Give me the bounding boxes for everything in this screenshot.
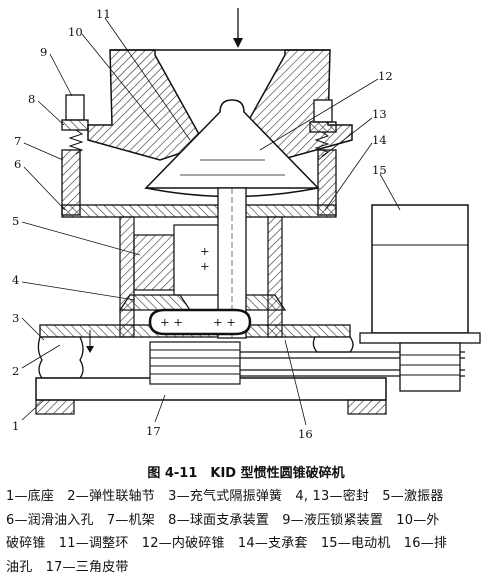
label-2: 2: [12, 364, 19, 378]
label-3: 3: [12, 311, 19, 325]
label-10: 10: [68, 25, 83, 39]
label-5: 5: [12, 214, 19, 228]
svg-text:+: +: [200, 259, 210, 273]
crusher-cross-section-drawing: + + + + + + + +: [12, 7, 481, 441]
label-9: 9: [40, 45, 47, 59]
exciter: + + + +: [118, 224, 287, 311]
label-13: 13: [372, 107, 387, 121]
label-1: 1: [12, 419, 19, 433]
legend-line: 1—底座 2—弹性联轴节 3—充气式隔振弹簧 4, 13—密封 5—激振器: [6, 489, 444, 504]
label-15: 15: [372, 163, 387, 177]
legend-line: 破碎锥 11—调整环 12—内破碎锥 14—支承套 15—电动机 16—排: [6, 536, 448, 551]
hydraulic-locking-right: [309, 99, 337, 157]
label-6: 6: [14, 157, 21, 171]
label-4: 4: [12, 273, 19, 287]
pulley-and-v-belt: [149, 341, 465, 385]
label-8: 8: [28, 92, 35, 106]
label-7: 7: [14, 134, 21, 148]
parts-legend: 1—底座 2—弹性联轴节 3—充气式隔振弹簧 4, 13—密封 5—激振器 6—…: [6, 485, 488, 579]
leader-lines: [21, 17, 401, 426]
air-spring-right: [312, 336, 354, 353]
air-spring-left: [37, 336, 84, 379]
hydraulic-locking-left: [61, 94, 89, 155]
legend-line: 油孔 17—三角皮带: [6, 559, 129, 575]
label-12: 12: [378, 69, 393, 83]
svg-text:+: +: [200, 244, 210, 258]
legend-line: 6—润滑油入孔 7—机架 8—球面支承装置 9—液压锁紧装置 10—外: [6, 512, 440, 528]
label-11: 11: [96, 7, 111, 21]
elastic-coupling: + + + +: [148, 308, 252, 336]
feed-arrow: [233, 8, 243, 48]
svg-text:+ +: + +: [160, 315, 183, 329]
oil-inlet-arrow: [86, 330, 94, 353]
svg-text:+ +: + +: [213, 315, 236, 329]
part-labels: 1 2 3 4 5 6 7 8 9 10 11 12 13 14 15 16 1…: [12, 7, 393, 441]
label-16: 16: [298, 427, 313, 441]
electric-motor: [359, 204, 481, 392]
label-17: 17: [146, 424, 161, 438]
figure-caption: 图 4-11 KID 型惯性圆锥破碎机: [147, 466, 345, 481]
label-14: 14: [372, 133, 387, 147]
